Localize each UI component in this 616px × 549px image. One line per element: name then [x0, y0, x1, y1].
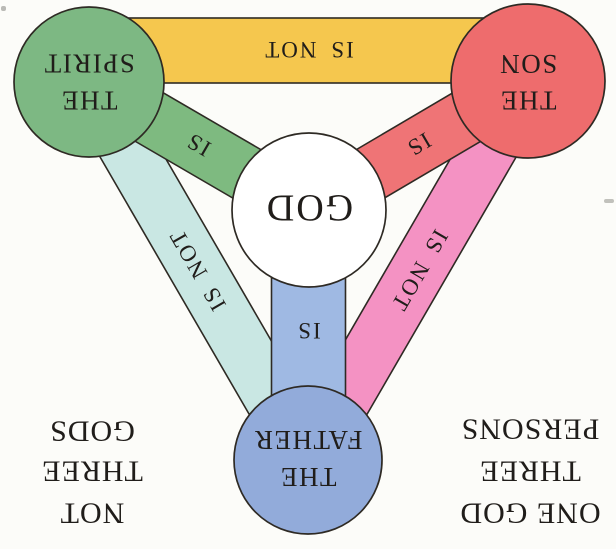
scan-artifact-right-edge — [604, 199, 614, 203]
caption-not-three-gods-line3: GODS — [49, 415, 135, 448]
son-circle — [450, 3, 606, 159]
son-label-line2: SON — [499, 49, 558, 79]
caption-not-three-gods-line2: THREE — [41, 455, 143, 488]
is-not-label-son-spirit: IS NOT — [263, 37, 353, 62]
son-label-line1: THE — [500, 86, 557, 116]
scan-artifact-top-left — [1, 6, 6, 11]
god-label: GOD — [265, 187, 353, 229]
node-circles — [13, 3, 606, 535]
father-circle — [233, 385, 383, 535]
caption-one-god-three-persons-line2: THREE — [479, 455, 581, 488]
captions: ONE GOD THREE PERSONS NOT THREE GODS — [41, 413, 600, 530]
spirit-label-line1: THE — [61, 86, 118, 116]
father-label-line1: THE — [280, 462, 337, 492]
caption-one-god-three-persons-line3: PERSONS — [461, 413, 600, 446]
is-label-father-god: IS — [296, 318, 320, 343]
father-label-line2: FATHER — [253, 425, 362, 455]
caption-one-god-three-persons-line1: ONE GOD — [459, 497, 600, 530]
spirit-circle — [13, 6, 165, 158]
caption-not-three-gods-line1: NOT — [60, 497, 125, 530]
node-labels: GOD THE FATHER THE SON THE SPIRIT — [43, 49, 557, 493]
god-circle — [231, 132, 387, 288]
trinity-diagram: IS NOT IS NOT IS NOT IS IS IS — [13, 3, 606, 535]
spirit-label-line2: SPIRIT — [43, 49, 135, 79]
